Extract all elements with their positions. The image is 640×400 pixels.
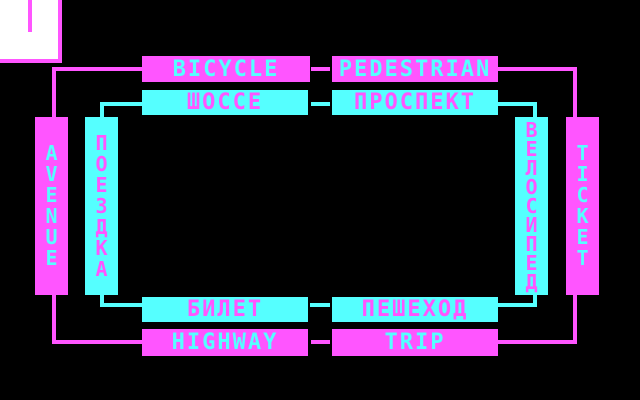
- card-bicycle[interactable]: BICYCLE: [142, 56, 310, 82]
- connector-inner-bottom-right-h: [498, 303, 537, 307]
- connector-inner-bottom-dash: [310, 303, 330, 307]
- connector-outer-bottom-left-v: [52, 295, 56, 344]
- card-prospekt[interactable]: ПРОСПЕКТ: [332, 90, 498, 115]
- connector-outer-top-dash: [311, 67, 330, 71]
- cursor-notch: [28, 0, 32, 32]
- card-bilet[interactable]: БИЛЕТ: [142, 297, 308, 322]
- cursor-icon: [0, 0, 62, 63]
- connector-inner-top-right-h: [498, 102, 537, 106]
- connector-outer-bottom-right-v: [573, 295, 577, 344]
- card-peshekhod[interactable]: ПЕШЕХОД: [332, 297, 498, 322]
- connector-outer-bottom-dash: [311, 340, 330, 344]
- connector-inner-bottom-right-v: [533, 295, 537, 307]
- connector-outer-top-right-h: [498, 67, 577, 71]
- connector-outer-top-left-v: [52, 67, 56, 117]
- connector-outer-bottom-right-h: [498, 340, 577, 344]
- connector-inner-top-dash: [311, 102, 330, 106]
- connector-inner-top-left-h: [100, 102, 142, 106]
- connector-outer-bottom-left-h: [52, 340, 142, 344]
- card-trip[interactable]: TRIP: [332, 329, 498, 356]
- connector-inner-top-left-v: [100, 102, 104, 117]
- card-shosse[interactable]: ШОССЕ: [142, 90, 308, 115]
- connector-inner-bottom-left-v: [100, 295, 104, 307]
- connector-outer-top-left-h: [52, 67, 142, 71]
- connector-inner-top-right-v: [533, 102, 537, 117]
- card-pedestrian[interactable]: PEDESTRIAN: [332, 56, 498, 82]
- card-highway[interactable]: HIGHWAY: [142, 329, 308, 356]
- connector-inner-bottom-left-h: [100, 303, 142, 307]
- connector-outer-top-right-v: [573, 67, 577, 117]
